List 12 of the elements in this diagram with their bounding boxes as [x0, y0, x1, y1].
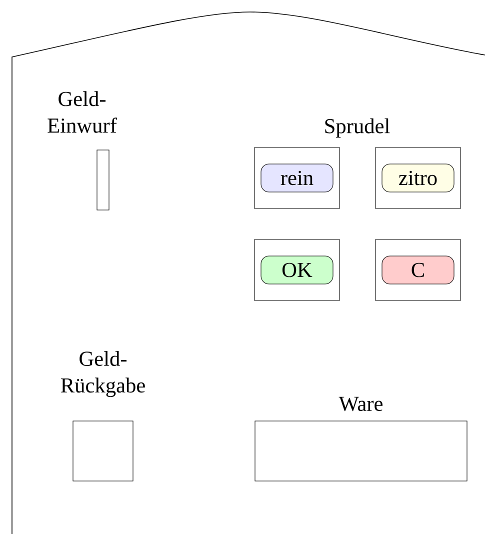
push-button: OK — [260, 256, 334, 284]
push-button: C — [382, 256, 454, 284]
push-button: rein — [260, 164, 334, 192]
heading: Geld- Einwurf — [48, 91, 117, 133]
button-frame — [254, 239, 340, 301]
heading: Geld- Rückgabe — [60, 350, 145, 398]
button-frame — [375, 147, 461, 209]
heading: Ware — [338, 396, 382, 412]
button-frame — [254, 147, 340, 209]
push-button: zitro — [382, 164, 454, 192]
button-frame — [375, 239, 461, 301]
group-heading: Sprudel — [325, 118, 390, 138]
